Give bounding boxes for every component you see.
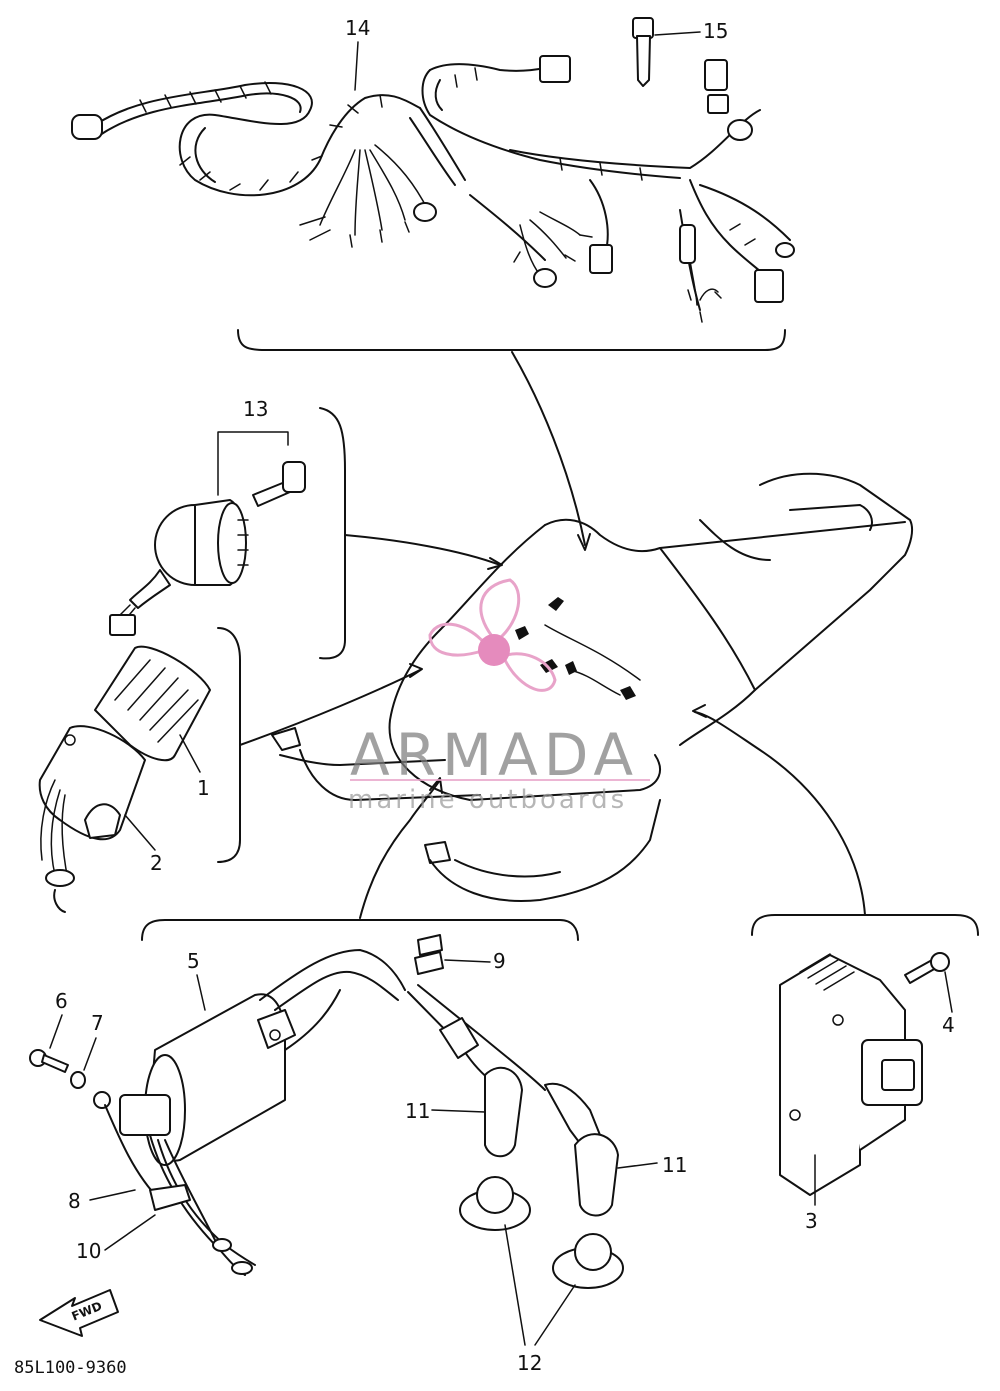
mount-points	[515, 597, 641, 700]
propeller-logo-icon	[428, 578, 557, 692]
label-1: 1	[197, 776, 210, 800]
label-14: 14	[345, 16, 370, 40]
watermark-tagline: marine outboards	[348, 785, 627, 815]
label-11a: 11	[405, 1099, 430, 1123]
handlebar-switch: 1 2	[38, 627, 423, 913]
ignition-coil-assembly: 11 11 12 9 5 6 7 8	[29, 777, 687, 1375]
label-8: 8	[68, 1189, 81, 1213]
diagram-code: 85L100-9360	[14, 1358, 127, 1378]
label-4: 4	[942, 1013, 955, 1037]
armada-watermark: ARMADA marine outboards	[348, 578, 650, 815]
label-5: 5	[187, 949, 200, 973]
hull-outline	[271, 472, 914, 902]
watermark-brand: ARMADA	[350, 721, 639, 789]
spare-key	[632, 17, 701, 87]
harness-leader	[511, 351, 586, 546]
wire-harness	[71, 55, 795, 323]
rectifier-regulator: 3 4	[692, 704, 979, 1233]
main-switch: 13	[109, 397, 503, 660]
label-11b: 11	[662, 1153, 687, 1177]
label-6: 6	[55, 989, 68, 1013]
label-12: 12	[517, 1351, 542, 1375]
label-9: 9	[493, 949, 506, 973]
fwd-arrow: FWD	[39, 1289, 119, 1337]
label-13: 13	[243, 397, 268, 421]
label-15: 15	[703, 19, 728, 43]
label-10: 10	[76, 1239, 101, 1263]
label-2: 2	[150, 851, 163, 875]
label-3: 3	[805, 1209, 818, 1233]
harness-bracket	[237, 329, 786, 351]
label-7: 7	[91, 1011, 104, 1035]
